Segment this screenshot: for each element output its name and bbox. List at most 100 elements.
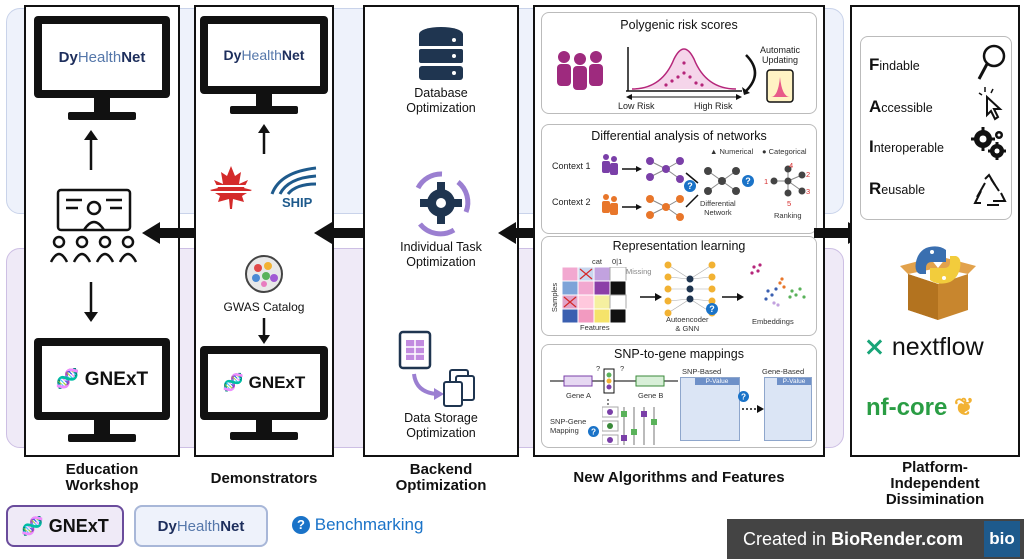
differential-network-icon	[704, 167, 740, 195]
pvalue-header: P-Value	[777, 378, 811, 385]
samples-label: Samples	[550, 282, 560, 313]
rank-label-2: 2	[806, 170, 811, 179]
gwas-catalog-label: GWAS Catalog	[223, 300, 305, 314]
embeddings-scatter-icon	[750, 263, 806, 307]
rank-label-1: 1	[764, 177, 769, 186]
dyhealthnet-monitor-demonstrators: DyHealthNet	[200, 16, 328, 122]
fair-interoperable: Interoperable	[869, 137, 944, 156]
gene-based-label: Gene-Based	[762, 367, 805, 376]
python-package-icon	[900, 246, 976, 320]
arrow-left-icon	[142, 222, 194, 244]
arrow-down-icon	[84, 282, 98, 322]
biorender-badge[interactable]: Created in BioRender.com bio	[727, 519, 1024, 559]
legend-categorical: ● Categorical	[762, 147, 807, 156]
legend-dyhealthnet: DyHealthNet	[134, 505, 268, 547]
context-networks-icon	[602, 154, 699, 221]
gene-based-table: P-Value	[764, 377, 812, 441]
snp-gene-mapping-icon	[602, 399, 657, 445]
gnext-monitor-demonstrators: 🧬 GNExT	[200, 346, 328, 446]
ship-logo	[270, 166, 317, 196]
context1-label: Context 1	[552, 161, 591, 171]
svg-text:?: ?	[687, 181, 693, 191]
missing-label: Missing	[626, 267, 652, 276]
fair-accessible: Accessible	[869, 97, 933, 116]
svg-text:?: ?	[745, 176, 751, 186]
apple-core-icon: ❦	[954, 394, 975, 421]
legend-gnext: 🧬 GNExT	[6, 505, 124, 547]
gear-cycle-icon	[415, 171, 471, 237]
maple-leaf-logo-icon	[210, 166, 252, 209]
qmark-left: ?	[596, 364, 601, 373]
nextflow-mark-icon: ⨯	[864, 333, 885, 361]
rank-label-4: 4	[789, 161, 794, 170]
dyhealthnet-logo: DyHealthNet	[58, 48, 146, 66]
fair-findable: Findable	[869, 55, 920, 74]
demonstrators-label: Demonstrators	[210, 470, 318, 487]
dyhealthnet-logo: DyHealthNet	[223, 47, 305, 63]
svg-text:?: ?	[709, 304, 715, 314]
gears-icon	[971, 127, 1006, 160]
dyhealthnet-monitor-education: DyHealthNet	[34, 16, 170, 124]
help-icon: ?	[684, 180, 696, 192]
snp-based-label: SNP-Based	[682, 367, 722, 376]
ranking-label: Ranking	[774, 211, 802, 220]
autoencoder-label: Autoencoder& GNN	[666, 315, 709, 333]
arrow-right-icon	[742, 405, 764, 413]
autoencoder-icon	[664, 261, 716, 317]
arrow-up-icon	[84, 130, 98, 170]
arrow-right-icon	[640, 293, 662, 301]
dan-title: Differential analysis of networks	[591, 129, 767, 143]
recycle-icon	[973, 173, 1007, 206]
rank-label-5: 5	[787, 199, 792, 208]
arrow-up-icon	[258, 124, 270, 154]
embeddings-label: Embeddings	[752, 317, 794, 326]
nfcore-logo: nf-core ❦	[866, 394, 975, 421]
genome-track-icon	[550, 368, 678, 394]
legend-benchmarking: ? Benchmarking	[292, 515, 423, 535]
pvalue-header: P-Value	[695, 378, 739, 385]
ranking-network-icon	[770, 165, 806, 197]
gene-b-label: Gene B	[638, 391, 664, 400]
gene-a-label: Gene A	[566, 391, 592, 400]
backend-panel	[363, 5, 519, 457]
help-icon: ?	[588, 426, 599, 437]
binary-header: 0|1	[612, 257, 623, 266]
legend-numerical: ▲ Numerical	[710, 147, 754, 156]
differential-network-card: Differential analysis of networks ▲ Nume…	[541, 124, 817, 234]
dyhealthnet-logo: DyHealthNet	[157, 517, 245, 535]
rank-label-3: 3	[806, 187, 811, 196]
fair-reusable: Reusable	[869, 179, 926, 198]
magnifier-icon	[977, 44, 1006, 80]
arrow-down-icon	[258, 318, 270, 344]
ship-label: SHIP	[282, 195, 313, 210]
feature-matrix-icon	[562, 267, 627, 323]
arrow-right-icon	[722, 293, 744, 301]
high-risk-label: High Risk	[694, 101, 733, 111]
biorender-logo: bio	[984, 521, 1020, 557]
context2-label: Context 2	[552, 197, 591, 207]
algorithms-label: New Algorithms and Features	[573, 469, 785, 486]
representation-learning-card: Representation learning Samples cat 0|1 …	[541, 236, 817, 336]
svg-text:?: ?	[591, 427, 596, 436]
rep-title: Representation learning	[612, 239, 746, 253]
help-icon: ?	[738, 391, 749, 402]
snp-based-table: P-Value	[680, 377, 740, 441]
gnext-logo: 🧬 GNExT	[55, 369, 149, 390]
low-risk-label: Low Risk	[618, 101, 655, 111]
qmark-right: ?	[620, 364, 625, 373]
population-icon	[557, 51, 603, 90]
data-storage-icon	[398, 330, 475, 407]
presenter-audience-icon	[49, 188, 138, 263]
snp-title: SNP-to-gene mappings	[614, 347, 744, 361]
gwas-catalog-icon	[245, 255, 283, 293]
pointer-click-icon	[978, 87, 1003, 121]
nextflow-logo: ⨯ nextflow	[864, 333, 984, 361]
